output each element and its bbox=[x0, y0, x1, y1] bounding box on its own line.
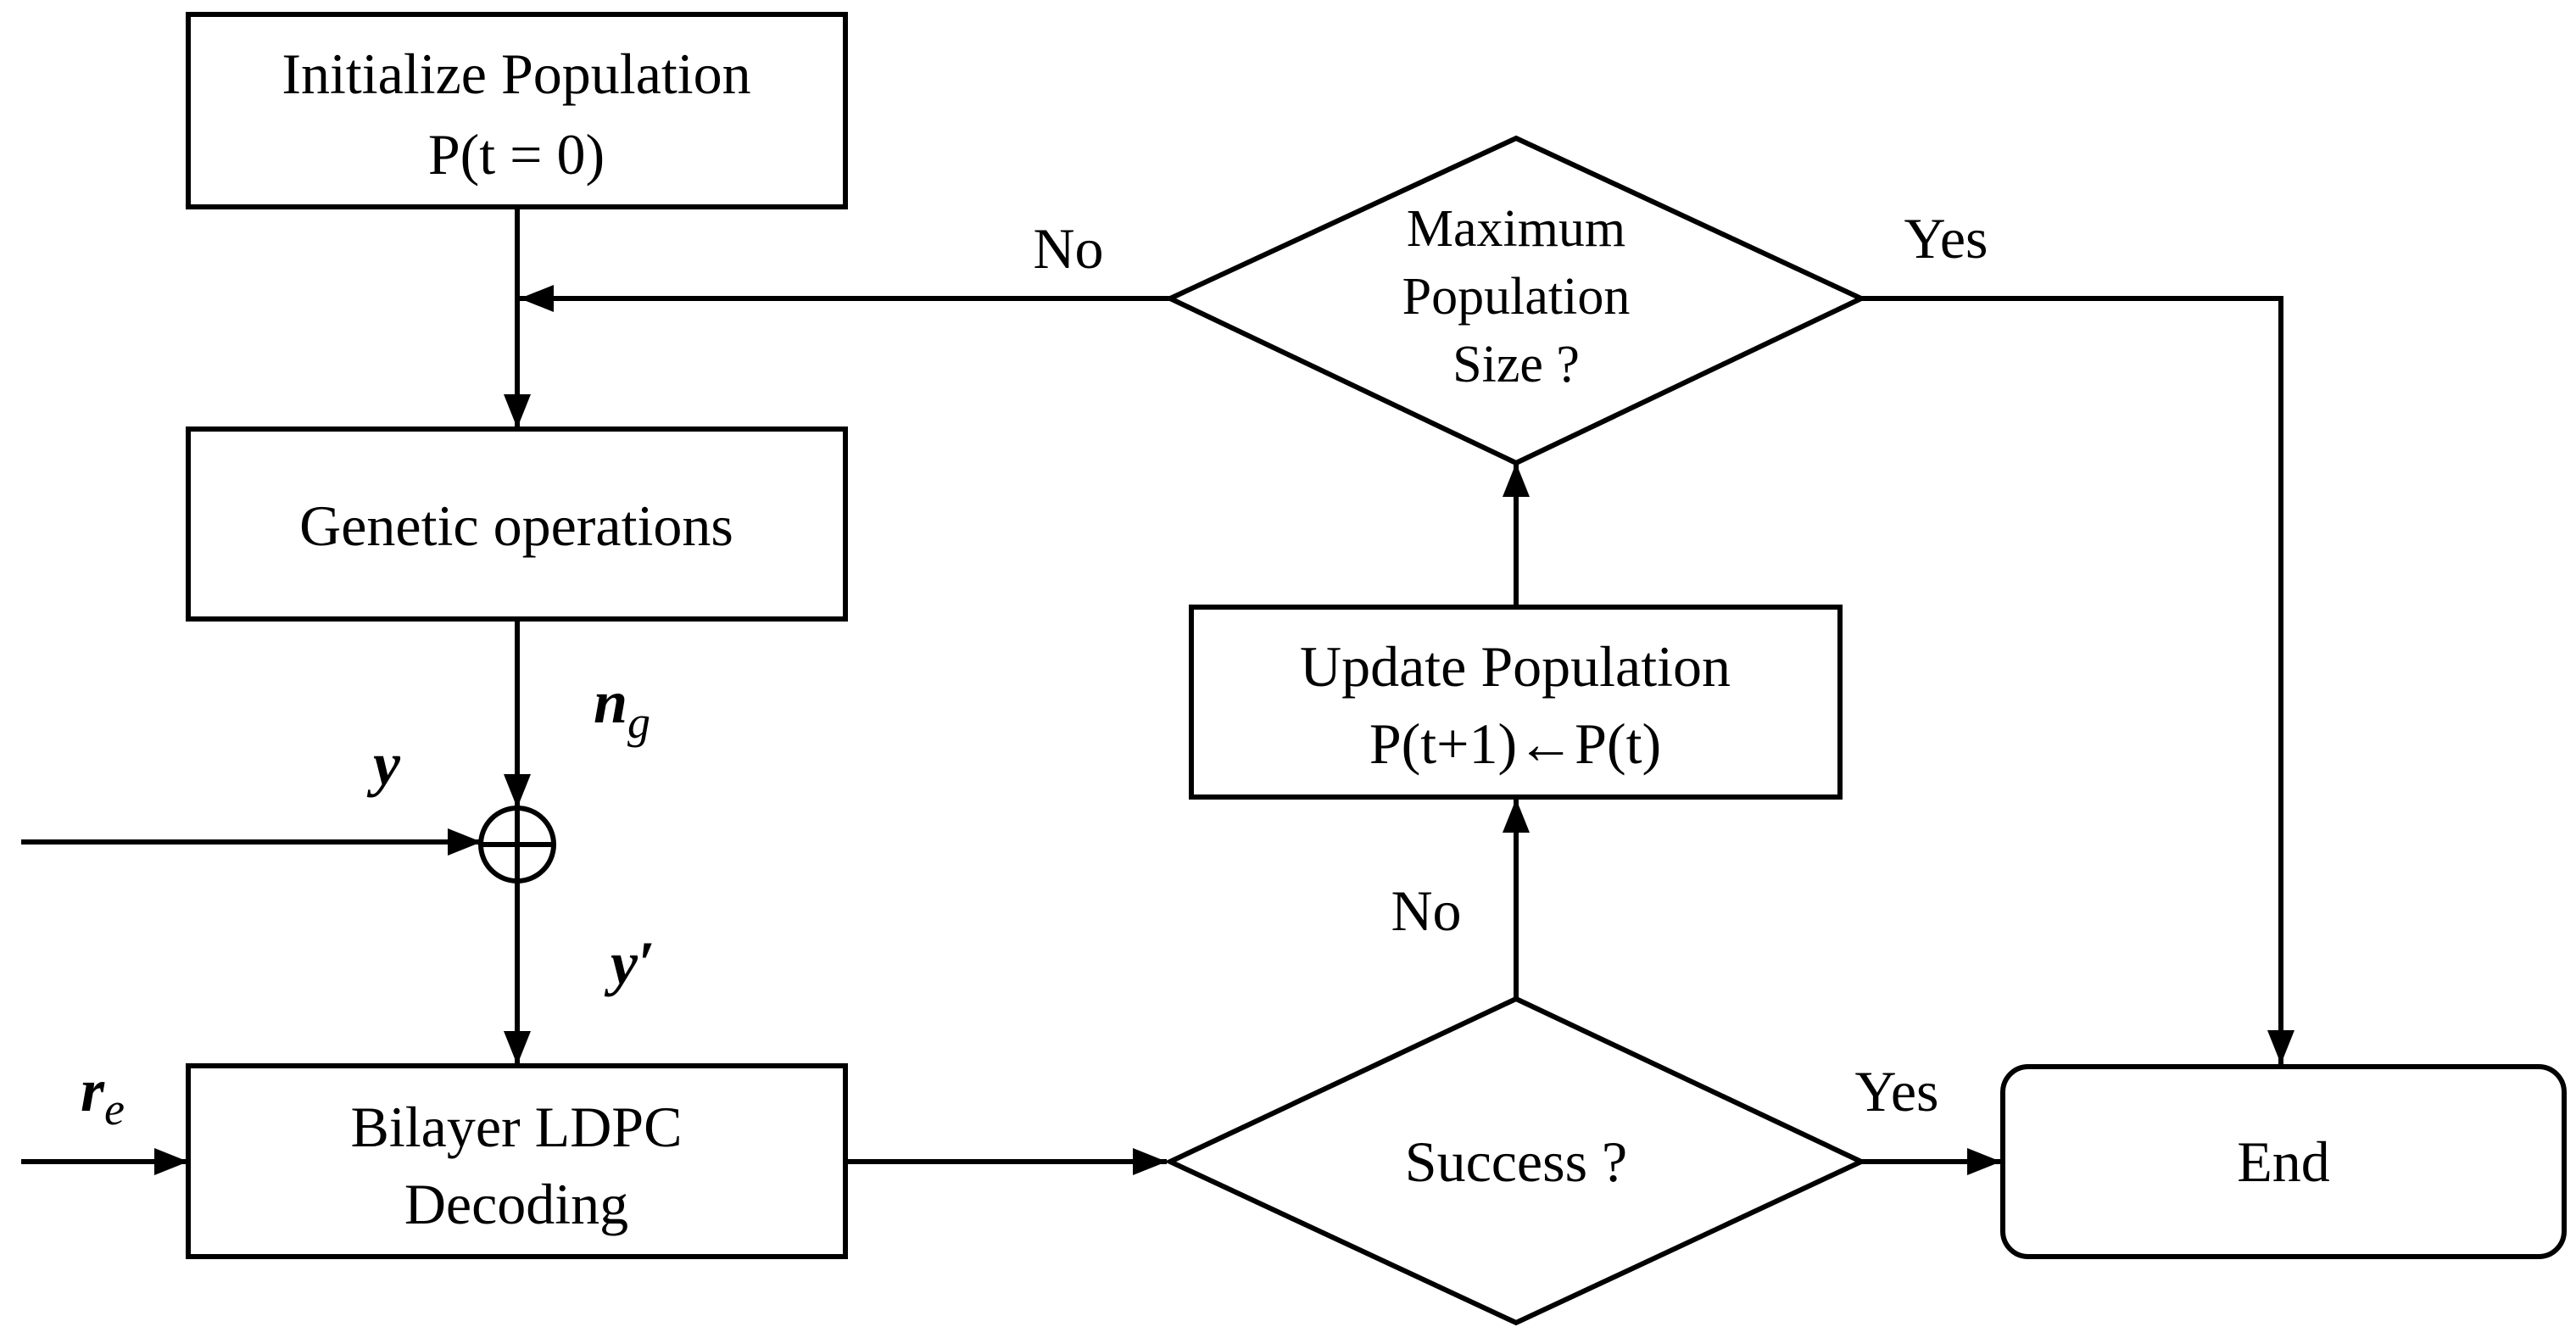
maxsize-no-label: No bbox=[1033, 216, 1103, 281]
update-population-line1: Update Population bbox=[1300, 634, 1731, 699]
maxsize-diamond bbox=[1163, 135, 1868, 466]
edge-maxsize-yes-to-end bbox=[1861, 296, 2294, 1064]
update-population-box bbox=[1189, 605, 1843, 800]
maxsize-line2: Population bbox=[1402, 268, 1631, 326]
node-genetic-operations: Genetic operations bbox=[186, 426, 848, 622]
noise-signal-sub: g bbox=[627, 697, 650, 748]
modified-signal-label: y′ bbox=[604, 929, 655, 997]
end-label: End bbox=[2237, 1129, 2330, 1194]
update-population-line2: P(t+1)←P(t) bbox=[1369, 711, 1661, 776]
node-bilayer-ldpc-decoding: Bilayer LDPC Decoding bbox=[186, 1063, 848, 1259]
bilayer-ldpc-decoding-line2: Decoding bbox=[404, 1172, 628, 1236]
edges bbox=[21, 207, 2294, 1175]
initialize-population-line2: P(t = 0) bbox=[428, 122, 605, 187]
genetic-operations-label: Genetic operations bbox=[299, 493, 733, 558]
adder bbox=[478, 806, 556, 884]
received-signal-label: y bbox=[366, 730, 401, 798]
bilayer-ldpc-decoding-line1: Bilayer LDPC bbox=[351, 1095, 683, 1159]
bilayer-ldpc-decoding-box bbox=[186, 1063, 848, 1259]
node-update-population: Update Population P(t+1)←P(t) bbox=[1189, 605, 1843, 800]
end-box bbox=[2000, 1064, 2567, 1259]
initialize-population-line1: Initialize Population bbox=[282, 42, 750, 106]
maxsize-line3: Size ? bbox=[1452, 336, 1580, 393]
noise-signal-base: n bbox=[594, 668, 627, 736]
maxsize-yes-label: Yes bbox=[1904, 206, 1988, 270]
node-end: End bbox=[2000, 1064, 2567, 1259]
side-info-label: re bbox=[81, 1056, 125, 1135]
genetic-operations-box bbox=[186, 426, 848, 622]
initialize-population-box bbox=[186, 12, 848, 209]
node-initialize-population: Initialize Population P(t = 0) bbox=[186, 12, 848, 209]
success-yes-label: Yes bbox=[1855, 1059, 1939, 1123]
node-success-decision: Success ? bbox=[1163, 995, 1868, 1326]
node-maximum-population-size-decision: Maximum Population Size ? bbox=[1163, 135, 1868, 466]
success-diamond bbox=[1163, 995, 1868, 1326]
success-no-label: No bbox=[1391, 878, 1461, 943]
side-info-sub: e bbox=[104, 1084, 125, 1135]
success-label: Success ? bbox=[1405, 1129, 1627, 1194]
side-info-base: r bbox=[81, 1056, 105, 1124]
noise-signal-label: ng bbox=[594, 668, 650, 748]
maxsize-line1: Maximum bbox=[1407, 200, 1625, 258]
